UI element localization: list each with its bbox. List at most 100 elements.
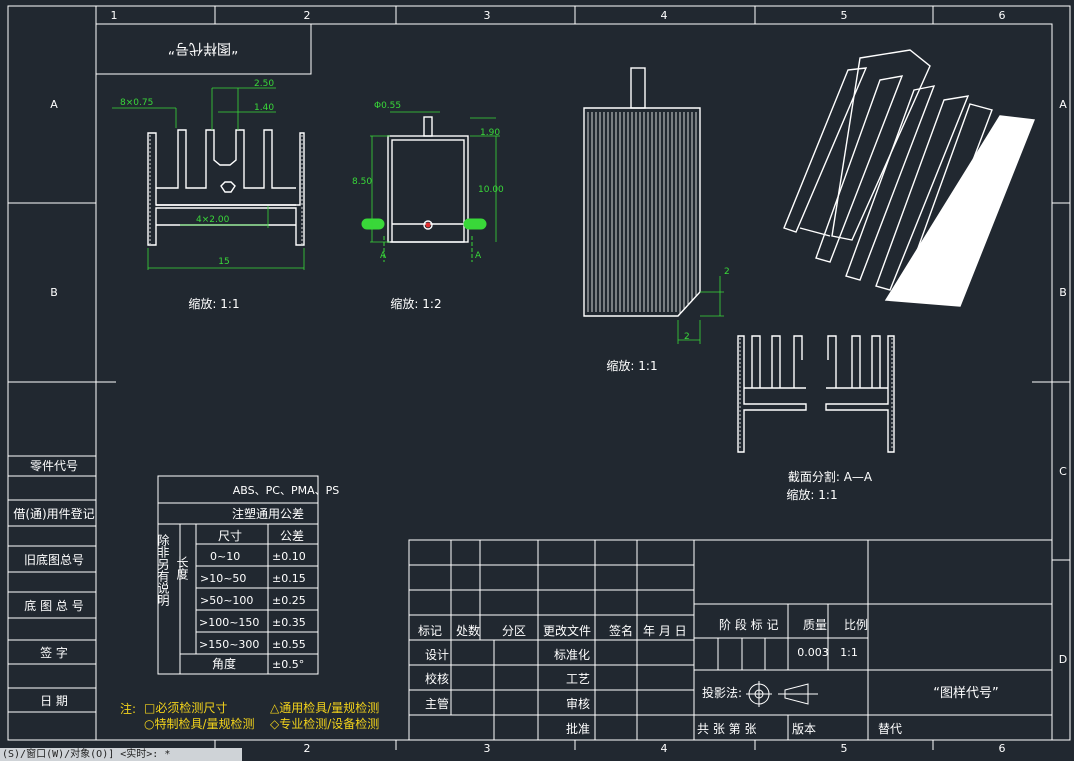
front-view[interactable]: 8×0.75 2.50 1.40 4×2.00 15 缩放: 1:1: [112, 79, 305, 311]
rev-header-count: 处数: [456, 623, 480, 638]
rev-header-mark: 标记: [418, 624, 442, 638]
sign-review: 审核: [566, 696, 590, 711]
dim-slot-width: 1.40: [254, 103, 274, 113]
zone-col-2: 2: [304, 9, 311, 22]
section-view[interactable]: Φ0.55 1.90 8.50 10.00 A A 缩放: 1:2: [352, 101, 504, 311]
title-block: 标记 处数 分区 更改文件 签名 年 月 日 设计 标准化 校核 工艺 主管 审…: [408, 539, 1053, 741]
zone-row-b-right: B: [1059, 286, 1067, 299]
zone-row-a: A: [50, 98, 58, 111]
registry-borrowed-part: 借(通)用件登记: [13, 506, 94, 521]
tolerance-tol-2: ±0.25: [272, 594, 306, 607]
sign-supervisor: 主管: [425, 696, 449, 711]
projection-label: 投影法:: [702, 685, 742, 700]
dim-chamfer-horizontal: 2: [684, 332, 690, 342]
section-aa-view[interactable]: [737, 335, 895, 453]
sheet-info: 共 张 第 张: [697, 722, 756, 736]
sign-check: 校核: [425, 671, 449, 686]
drawing-code-rotated: “图样代号”: [168, 40, 239, 56]
scale-value: 1:1: [840, 646, 858, 659]
zone-col-4-bottom: 4: [661, 742, 668, 755]
iso-fin-3: [815, 75, 904, 263]
iso-fin-1: [831, 49, 931, 241]
replace-label: 替代: [878, 722, 902, 736]
left-registry-column: 零件代号 借(通)用件登记 旧底图总号 底 图 总 号 签 字 日 期: [7, 455, 97, 741]
zone-row-b: B: [50, 286, 58, 299]
section-aa-left-half: [737, 335, 807, 453]
tolerance-angle-tol: ±0.5°: [272, 658, 304, 671]
front-view-scale: 缩放: 1:1: [188, 296, 239, 311]
section-aa-right-half: [825, 335, 895, 453]
drawing-code-box: “图样代号”: [95, 23, 312, 75]
zone-col-2-bottom: 2: [304, 742, 311, 755]
tolerance-size-4: >150~300: [199, 638, 259, 651]
zone-col-5: 5: [841, 9, 848, 22]
tolerance-size-3: >100~150: [199, 616, 259, 629]
mass-label: 质量: [803, 618, 827, 632]
rev-header-zone: 分区: [502, 624, 526, 638]
tolerance-size-1: >10~50: [200, 572, 246, 585]
zone-col-1: 1: [111, 9, 118, 22]
title-drawing-code: “图样代号”: [933, 686, 998, 701]
version-label: 版本: [792, 722, 816, 736]
iso-fin-4: [845, 85, 936, 281]
tolerance-size-2: >50~100: [200, 594, 253, 607]
sign-standardization: 标准化: [554, 648, 590, 662]
dim-hole-diameter: Φ0.55: [374, 101, 401, 111]
zone-row-c-right: C: [1059, 465, 1067, 478]
rev-header-date: 年 月 日: [643, 624, 687, 638]
dim-chamfer-vertical: 2: [724, 267, 730, 277]
dim-overall-width: 15: [218, 257, 229, 267]
scale-label: 比例: [844, 618, 868, 632]
tolerance-tol-4: ±0.55: [272, 638, 306, 651]
rev-header-change-doc: 更改文件: [543, 623, 591, 638]
zone-col-4: 4: [661, 9, 668, 22]
side-view-fins: [587, 112, 697, 314]
zone-labels: 1 2 3 4 5 6 2 3 4 5 6 A B A B C D: [50, 9, 1067, 755]
dim-left-height: 8.50: [352, 177, 372, 187]
cut-label-left: A: [380, 251, 387, 261]
tolerance-side-label: 除非另有说明: [156, 533, 170, 607]
sign-process: 工艺: [566, 672, 590, 686]
tolerance-angle-label: 角度: [212, 656, 236, 671]
rev-header-signature: 签名: [609, 623, 633, 638]
registry-part-code: 零件代号: [30, 459, 78, 473]
side-view[interactable]: 2 2 缩放: 1:1: [583, 67, 730, 373]
section-dimensions: [370, 111, 500, 243]
tolerance-materials: ABS、PC、PMA、PS: [233, 484, 339, 497]
zone-col-6: 6: [999, 9, 1006, 22]
dim-right-height: 10.00: [478, 185, 504, 195]
iso-fin-2: [783, 67, 868, 233]
cut-label-right: A: [475, 251, 482, 261]
section-view-scale: 缩放: 1:2: [390, 296, 441, 311]
tolerance-col-size: 尺寸: [218, 529, 242, 543]
iso-base-edge: [799, 227, 831, 237]
tolerance-tol-1: ±0.15: [272, 572, 306, 585]
projection-symbol-icon: [746, 681, 818, 707]
notes-line1-a: □必须检测尺寸: [144, 700, 227, 715]
front-view-dimensions: [112, 87, 305, 270]
side-view-outline: [583, 67, 701, 317]
side-view-dimensions: [677, 276, 724, 344]
section-cut-markers: [361, 218, 487, 262]
sheet-border: [7, 5, 1071, 750]
registry-old-drawing-no: 旧底图总号: [24, 552, 84, 567]
registry-signature: 签 字: [40, 645, 68, 660]
tolerance-col-tol: 公差: [280, 529, 304, 543]
zone-col-3-bottom: 3: [484, 742, 491, 755]
tolerance-table: ABS、PC、PMA、PS 注塑通用公差 除非另有说明 长度 尺寸 公差 0~1…: [156, 475, 339, 675]
front-view-outline: [147, 129, 305, 246]
zone-col-3: 3: [484, 9, 491, 22]
tolerance-tol-3: ±0.35: [272, 616, 306, 629]
zone-col-5-bottom: 5: [841, 742, 848, 755]
notes-line1-b: △通用检具/量规检测: [270, 700, 379, 715]
side-view-scale: 缩放: 1:1: [606, 358, 657, 373]
iso-base-face: [884, 115, 1035, 307]
iso-fin-6: [899, 103, 993, 301]
zone-row-d-right: D: [1059, 653, 1067, 666]
command-line[interactable]: (S)/窗口(W)/对象(O)] <实时>: *: [0, 748, 242, 761]
dim-gap: 1.90: [480, 128, 500, 138]
isometric-view[interactable]: [783, 49, 1035, 307]
mass-value: 0.003: [797, 646, 829, 659]
registry-base-drawing-no: 底 图 总 号: [24, 598, 83, 613]
